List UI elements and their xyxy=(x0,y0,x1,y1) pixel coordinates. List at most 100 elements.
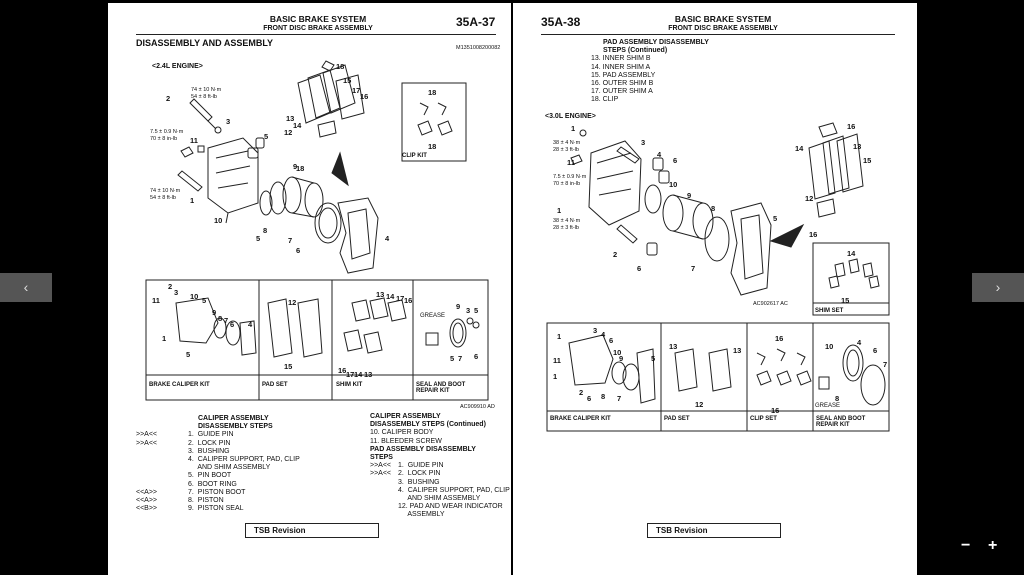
svg-text:3: 3 xyxy=(466,306,470,315)
step-text: 7. PISTON BOOT xyxy=(188,488,246,496)
left-torque-1a: 74 ± 10 N·m xyxy=(191,87,222,93)
step-item: 5. PIN BOOT xyxy=(136,472,300,480)
svg-text:16: 16 xyxy=(775,334,783,343)
svg-text:17: 17 xyxy=(346,370,354,379)
left-page: BASIC BRAKE SYSTEM FRONT DISC BRAKE ASSE… xyxy=(108,3,511,575)
svg-text:5: 5 xyxy=(450,354,454,363)
left-torque-1b: 54 ± 8 ft-lb xyxy=(191,94,217,100)
svg-text:15: 15 xyxy=(343,76,351,85)
svg-text:16: 16 xyxy=(847,122,855,131)
step-item: >>A<<1. GUIDE PIN xyxy=(136,431,300,439)
step-mark xyxy=(136,456,188,464)
svg-text:17: 17 xyxy=(396,294,404,303)
svg-text:15: 15 xyxy=(284,362,292,371)
step-mark xyxy=(370,487,398,495)
step-item: 10. CALIPER BODY xyxy=(370,429,510,437)
svg-text:4: 4 xyxy=(601,330,606,339)
svg-text:8: 8 xyxy=(601,392,605,401)
left-torque-2a: 7.5 ± 0.9 N·m xyxy=(150,129,184,135)
svg-text:1: 1 xyxy=(162,334,166,343)
prev-page-button[interactable]: ‹ xyxy=(0,273,52,302)
svg-text:5: 5 xyxy=(264,132,268,141)
step-mark xyxy=(370,511,398,519)
step-item: 6. BOOT RING xyxy=(136,481,300,489)
next-page-button[interactable]: › xyxy=(972,273,1024,302)
svg-text:8: 8 xyxy=(835,394,839,403)
step-text: 2. LOCK PIN xyxy=(188,439,231,447)
right-engine-label: <3.0L ENGINE> xyxy=(545,113,596,120)
svg-text:15: 15 xyxy=(841,296,849,305)
svg-text:16: 16 xyxy=(360,92,368,101)
svg-text:9: 9 xyxy=(619,354,623,363)
left-page-number: 35A-37 xyxy=(456,15,496,29)
zoom-in-button[interactable]: + xyxy=(988,537,998,554)
svg-text:14: 14 xyxy=(293,121,302,130)
step-item: 18. CLIP xyxy=(591,96,713,104)
svg-text:6: 6 xyxy=(673,156,677,165)
right-page-number: 35A-38 xyxy=(541,15,581,29)
svg-text:16: 16 xyxy=(404,296,412,305)
svg-text:2: 2 xyxy=(168,282,172,291)
svg-text:15: 15 xyxy=(863,156,871,165)
svg-text:8: 8 xyxy=(218,314,222,323)
svg-text:10: 10 xyxy=(669,180,677,189)
right-kit-label-1: BRAKE CALIPER KIT xyxy=(550,416,611,422)
svg-text:3: 3 xyxy=(641,138,645,147)
step-text: ASSEMBLY xyxy=(398,511,445,519)
col2-heading: CALIPER ASSEMBLY DISASSEMBLY STEPS (Cont… xyxy=(370,413,486,429)
step-item: <<A>>7. PISTON BOOT xyxy=(136,489,300,497)
left-torque-3a: 74 ± 10 N·m xyxy=(150,188,181,194)
svg-text:1: 1 xyxy=(557,332,561,341)
svg-text:5: 5 xyxy=(186,350,190,359)
step-mark xyxy=(370,503,398,511)
svg-text:4: 4 xyxy=(385,234,390,243)
left-kit-label-4: SEAL AND BOOT REPAIR KIT xyxy=(416,382,466,395)
step-text: AND SHIM ASSEMBLY xyxy=(398,495,481,503)
svg-text:14: 14 xyxy=(847,249,856,258)
step-text: 11. BLEEDER SCREW xyxy=(370,437,442,445)
svg-text:11: 11 xyxy=(567,158,575,167)
left-kit-label-1: BRAKE CALIPER KIT xyxy=(149,382,210,388)
right-torque-1b: 28 ± 3 ft-lb xyxy=(553,147,579,153)
svg-text:13: 13 xyxy=(364,370,372,379)
svg-text:2: 2 xyxy=(166,94,170,103)
step-text: 9. PISTON SEAL xyxy=(188,505,244,513)
step-text: 5. PIN BOOT xyxy=(188,472,232,480)
svg-text:14: 14 xyxy=(354,370,363,379)
step-item: 11. BLEEDER SCREW xyxy=(370,438,510,446)
svg-text:13: 13 xyxy=(669,342,677,351)
svg-text:18: 18 xyxy=(428,142,436,151)
step-mark: >>A<< xyxy=(136,439,158,447)
step-item: 16. OUTER SHIM B xyxy=(591,80,713,88)
left-kit-figure-code: AC909910 AD xyxy=(460,404,495,410)
left-header-rule xyxy=(136,34,496,35)
svg-text:5: 5 xyxy=(651,354,655,363)
step-mark: >>A<< xyxy=(136,431,158,439)
step-mark: >>A<< xyxy=(370,462,392,470)
step-mark xyxy=(136,448,188,456)
left-steps-col2: CALIPER ASSEMBLY DISASSEMBLY STEPS (Cont… xyxy=(370,413,510,520)
step-mark: <<B>> xyxy=(136,505,158,513)
right-header-subtitle: FRONT DISC BRAKE ASSEMBLY xyxy=(668,25,778,32)
step-item: <<B>> 9. PISTON SEAL xyxy=(136,505,300,513)
right-header-title: BASIC BRAKE SYSTEM xyxy=(674,14,772,24)
svg-text:10: 10 xyxy=(214,216,222,225)
left-section-title: DISASSEMBLY AND ASSEMBLY xyxy=(136,38,274,48)
step-text: 17. OUTER SHIM A xyxy=(591,88,653,96)
step-item: 3. BUSHING xyxy=(136,448,300,456)
step-item: >>A<< 2. LOCK PIN xyxy=(136,440,300,448)
step-text: 16. OUTER SHIM B xyxy=(591,80,654,88)
zoom-out-button[interactable]: − xyxy=(961,537,971,554)
left-torque-3b: 54 ± 8 ft-lb xyxy=(150,195,176,201)
right-torque-1a: 38 ± 4 N·m xyxy=(553,140,581,146)
svg-text:16: 16 xyxy=(771,406,779,415)
step-item: >>A<<2. LOCK PIN xyxy=(370,470,510,478)
svg-text:1: 1 xyxy=(553,372,557,381)
step-item: 12. PAD AND WEAR INDICATOR xyxy=(370,503,510,511)
step-text: 2. LOCK PIN xyxy=(398,470,441,478)
svg-text:11: 11 xyxy=(152,296,160,305)
step-item: 17. OUTER SHIM A xyxy=(591,88,713,96)
svg-text:9: 9 xyxy=(687,191,691,200)
step-text: 14. INNER SHIM A xyxy=(591,63,651,71)
